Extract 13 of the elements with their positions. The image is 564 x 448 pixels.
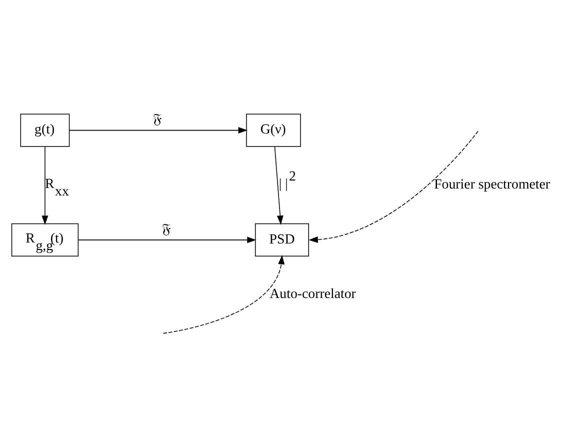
arrow xyxy=(274,146,284,225)
edge-label: Auto-correlator xyxy=(270,287,356,302)
node-box: G(ν) xyxy=(246,114,301,147)
edge-label: 𝔉 xyxy=(162,222,172,238)
node-box: PSD xyxy=(254,223,310,257)
arrow xyxy=(42,146,48,225)
edge-label: Fourier spectrometer xyxy=(434,178,550,193)
arrow xyxy=(308,130,478,243)
arrow xyxy=(78,236,256,244)
edge-label: 𝔉 xyxy=(153,112,162,128)
node-box: g(t) xyxy=(20,114,70,147)
arrow xyxy=(69,127,248,134)
arrow xyxy=(162,254,285,334)
